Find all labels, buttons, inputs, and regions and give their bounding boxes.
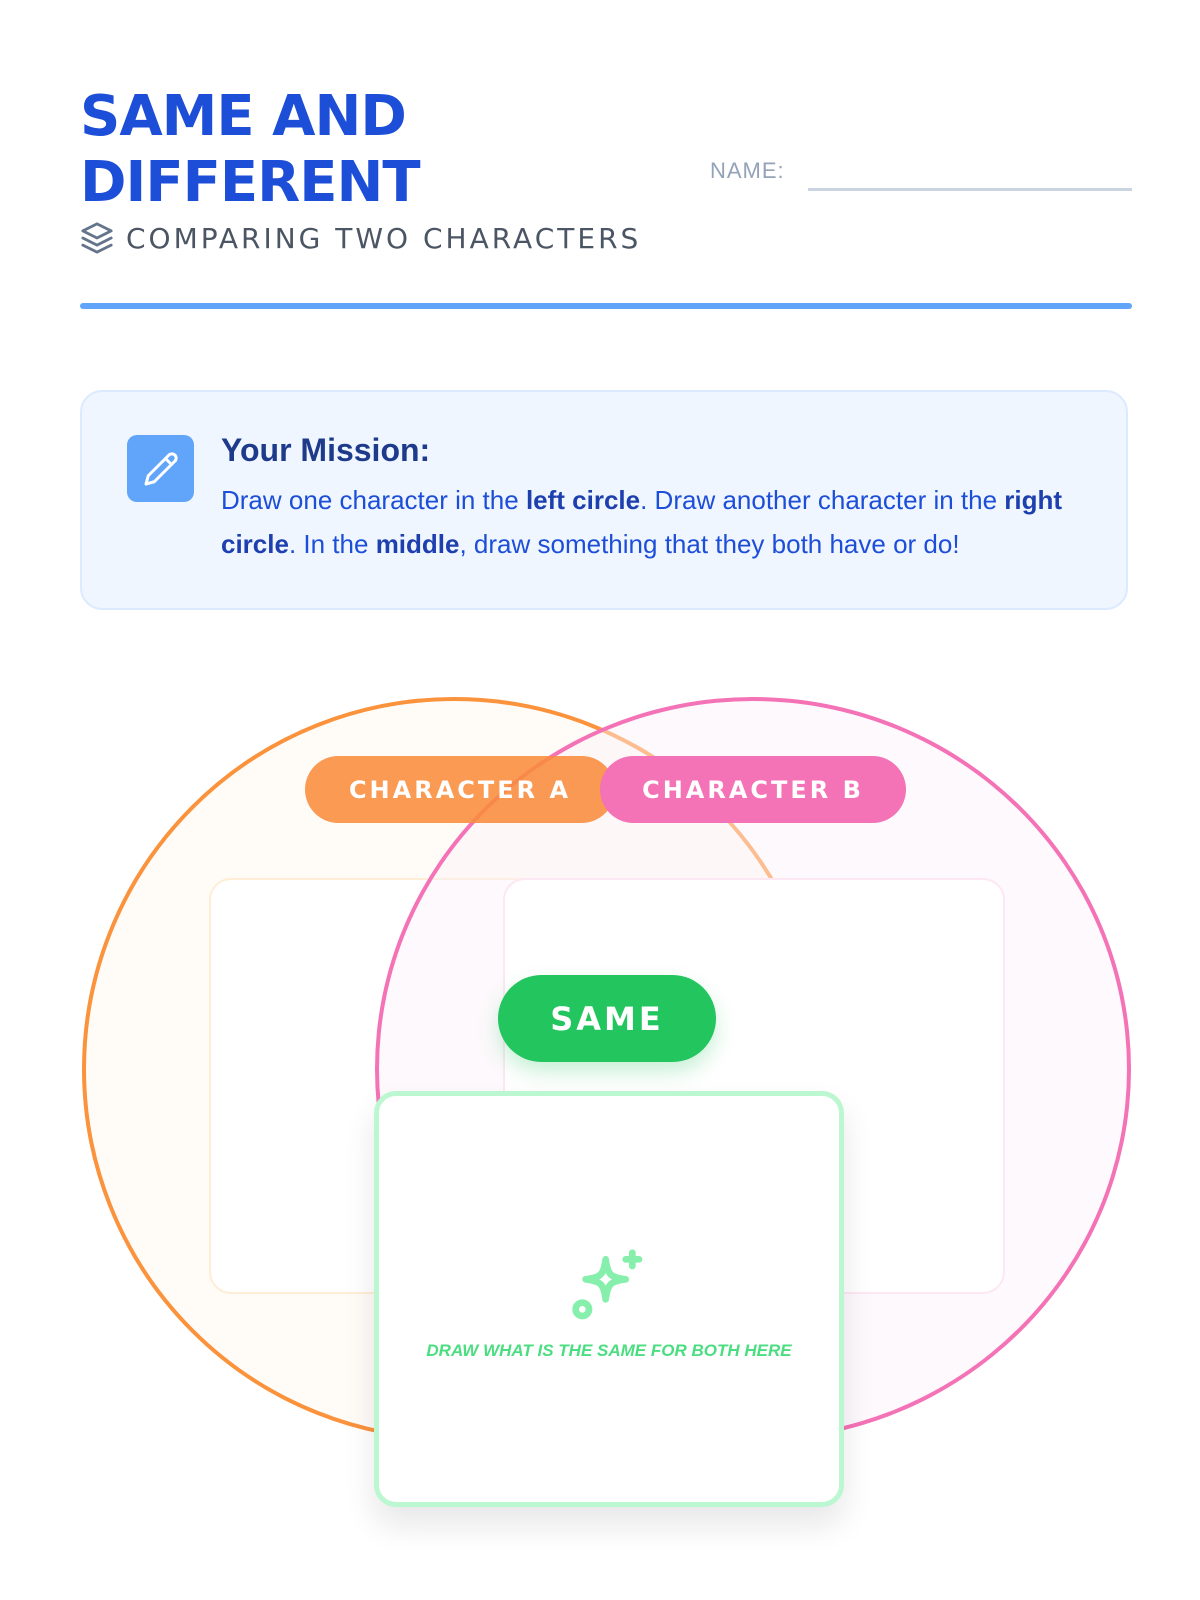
right-circle-emphasis: right circle [221,485,1063,559]
same-hint: DRAW WHAT IS THE SAME FOR BOTH HERE [426,1341,792,1360]
page-title: SAME AND DIFFERENT [80,84,680,216]
header-divider [80,303,1132,309]
sparkles-icon [569,1246,649,1331]
title-line-1: SAME AND [80,84,407,149]
layers-icon [80,221,114,255]
same-drawing-area[interactable]: DRAW WHAT IS THE SAME FOR BOTH HERE [374,1091,844,1507]
subtitle: COMPARING TWO CHARACTERS [80,220,641,256]
mission-title: Your Mission: [221,432,431,468]
left-circle-emphasis: left circle [525,485,641,515]
same-label: SAME [498,975,716,1062]
middle-emphasis: middle [375,529,460,559]
subtitle-text: COMPARING TWO CHARACTERS [126,221,642,255]
mission-panel: Your Mission: Draw one character in the … [80,390,1128,610]
pencil-icon [127,435,194,502]
character-b-label: CHARACTER B [600,756,906,823]
mission-text: Draw one character in the left circle. D… [221,485,1063,559]
name-field[interactable] [808,188,1132,191]
character-a-label: CHARACTER A [305,756,615,823]
name-label: NAME: [710,158,785,183]
title-line-2: DIFFERENT [80,150,421,215]
